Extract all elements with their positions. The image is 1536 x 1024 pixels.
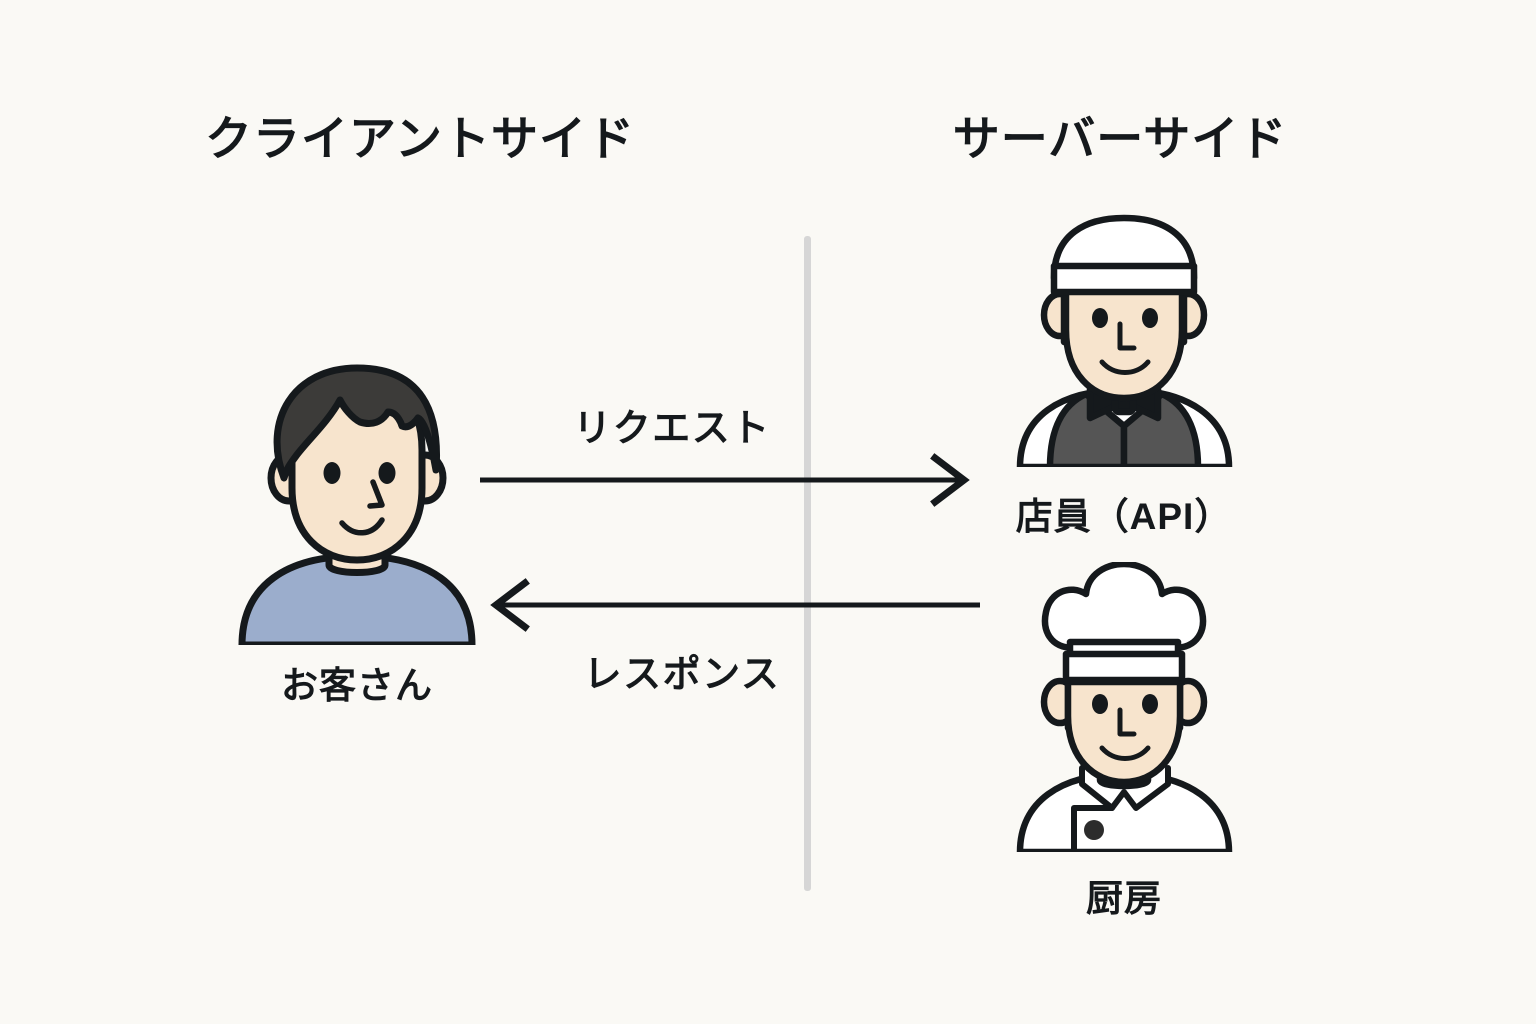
chef-avatar-icon [1016,560,1233,856]
chef-toque-top [1041,560,1207,652]
chef-eye-right [1142,694,1158,714]
waiter-avatar-icon [1016,214,1233,471]
customer-avatar-icon [238,364,476,649]
customer-mouth [339,517,385,536]
chef-face [1064,668,1184,786]
caption-waiter: 店員（API） [1015,496,1233,537]
waiter-nose [1117,321,1137,351]
caption-chef: 厨房 [1086,878,1162,919]
caption-customer: お客さん [281,665,433,706]
column-title-server: サーバーサイド [952,112,1288,165]
figure-waiter [1012,212,1237,472]
response-arrow [490,578,980,632]
waiter-eye-left [1092,308,1108,328]
figure-customer [232,360,482,650]
request-arrow [480,453,970,507]
chef-mouth [1099,745,1151,761]
figure-chef [1012,560,1237,857]
chef-button [1084,820,1104,840]
request-arrow-label: リクエスト [573,408,771,450]
customer-nose [367,479,385,509]
customer-hair [273,364,441,482]
column-title-client: クライアントサイド [204,112,636,165]
chef-eye-left [1092,694,1108,714]
waiter-face [1062,282,1186,402]
waiter-mouth [1099,359,1151,375]
client-server-divider [804,236,811,891]
waiter-eye-right [1142,308,1158,328]
chef-jacket-placket [1071,805,1115,855]
customer-eye-left [323,462,341,484]
chef-toque-band [1062,650,1186,684]
chef-nose [1117,707,1137,737]
customer-eye-right [378,462,396,484]
response-arrow-label: レスポンス [583,654,781,696]
waiter-cap-band [1050,262,1198,296]
